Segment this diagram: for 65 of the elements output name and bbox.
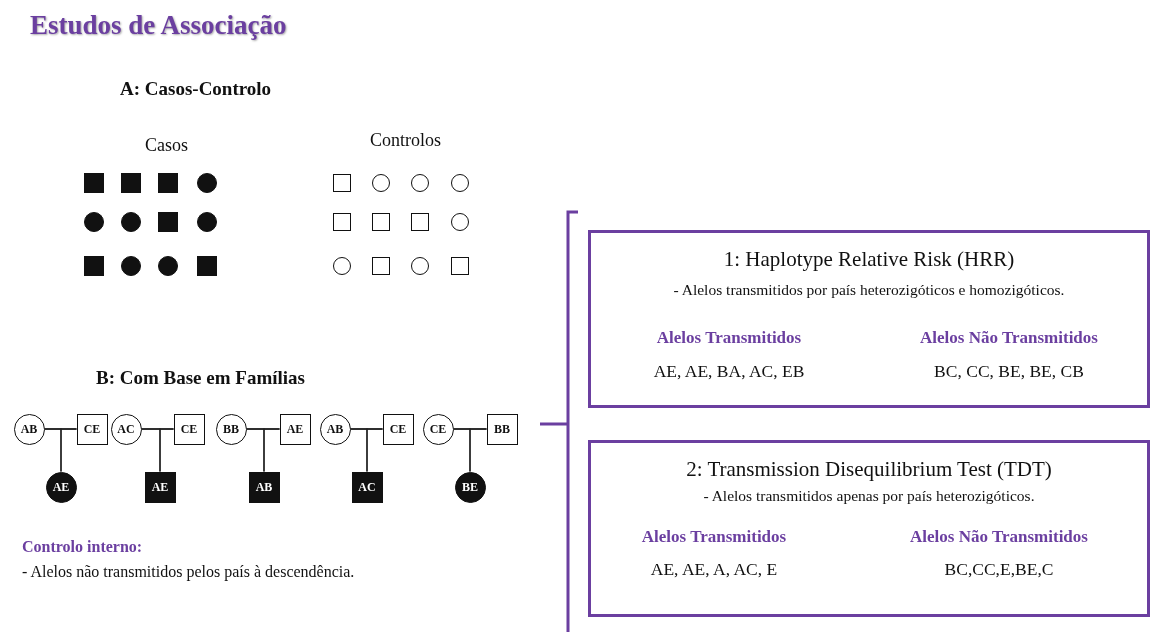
section-heading: A: Casos-Controlo xyxy=(120,78,272,100)
square-symbol xyxy=(84,173,104,193)
square-symbol: AE xyxy=(279,413,311,445)
circle-symbol xyxy=(197,212,217,232)
circle-symbol xyxy=(197,173,217,193)
panel-heading: 2: Transmission Disequilibrium Test (TDT) xyxy=(686,457,1052,482)
circle-symbol xyxy=(158,256,178,276)
pedigree-line xyxy=(60,428,78,473)
pedigree-line xyxy=(159,428,175,473)
allele-list: BC, CC, BE, BE, CB xyxy=(934,361,1084,382)
square-symbol xyxy=(84,256,104,276)
square-symbol xyxy=(372,257,390,275)
square-symbol: AC xyxy=(351,471,383,503)
square-symbol xyxy=(411,213,429,231)
circle-symbol xyxy=(411,257,429,275)
column-heading: Alelos Não Transmitidos xyxy=(920,328,1098,348)
method-panel xyxy=(588,440,1150,617)
group-label: Controlos xyxy=(370,130,441,151)
circle-symbol xyxy=(451,174,469,192)
column-heading: Alelos Transmitidos xyxy=(656,328,802,348)
pedigree-line xyxy=(263,428,281,473)
note-text: - Alelos não transmitidos pelos país à descendência. xyxy=(22,563,355,581)
circle-symbol: BB xyxy=(215,413,247,445)
circle-symbol: BE xyxy=(454,471,486,503)
square-symbol xyxy=(333,174,351,192)
circle-symbol xyxy=(84,212,104,232)
square-symbol xyxy=(451,257,469,275)
panel-heading: 1: Haplotype Relative Risk (HRR) xyxy=(723,247,1015,272)
section-heading: B: Com Base em Famílias xyxy=(96,367,305,389)
allele-list: BC,CC,E,BE,C xyxy=(944,559,1054,580)
circle-symbol: CE xyxy=(422,413,454,445)
allele-list: AE, AE, BA, AC, EB xyxy=(653,361,805,382)
square-symbol: CE xyxy=(76,413,108,445)
column-heading: Alelos Não Transmitidos xyxy=(910,527,1088,547)
title: Estudos de Associação xyxy=(30,10,287,41)
circle-symbol xyxy=(372,174,390,192)
panel-description: - Alelos transmitidos apenas por país heterozigóticos. xyxy=(703,487,1035,505)
allele-list: AE, AE, A, AC, E xyxy=(650,559,778,580)
square-symbol xyxy=(158,173,178,193)
square-symbol xyxy=(372,213,390,231)
circle-symbol xyxy=(121,212,141,232)
circle-symbol: AB xyxy=(13,413,45,445)
square-symbol: AE xyxy=(144,471,176,503)
square-symbol xyxy=(197,256,217,276)
circle-symbol: AE xyxy=(45,471,77,503)
pedigree-line xyxy=(469,428,488,473)
square-symbol: BB xyxy=(486,413,518,445)
column-heading: Alelos Transmitidos xyxy=(641,527,787,547)
square-symbol: CE xyxy=(382,413,414,445)
circle-symbol xyxy=(333,257,351,275)
square-symbol: AB xyxy=(248,471,280,503)
square-symbol xyxy=(121,173,141,193)
pedigree-line xyxy=(366,428,384,473)
circle-symbol: AB xyxy=(319,413,351,445)
circle-symbol xyxy=(411,174,429,192)
square-symbol: CE xyxy=(173,413,205,445)
square-symbol xyxy=(333,213,351,231)
circle-symbol xyxy=(451,213,469,231)
note-heading: Controlo interno: xyxy=(22,538,143,556)
circle-symbol xyxy=(121,256,141,276)
group-label: Casos xyxy=(145,135,188,156)
square-symbol xyxy=(158,212,178,232)
circle-symbol: AC xyxy=(110,413,142,445)
panel-description: - Alelos transmitidos por país heterozigóticos e homozigóticos. xyxy=(673,281,1065,299)
method-panel xyxy=(588,230,1150,408)
